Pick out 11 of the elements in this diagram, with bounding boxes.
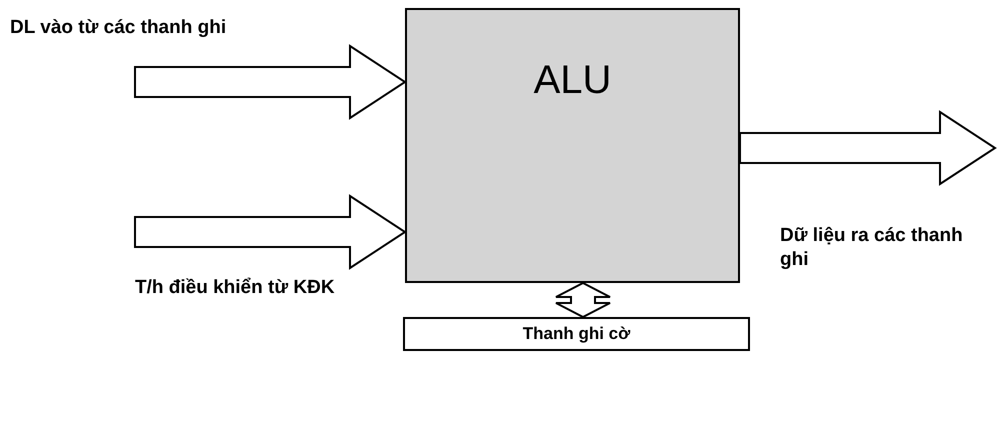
node-label: ALU [534, 57, 612, 104]
block-arrow [739, 110, 997, 186]
edge-label: T/h điều khiển từ KĐK [135, 276, 335, 300]
alu-block [405, 8, 740, 283]
register-box [403, 317, 750, 351]
edge-label: DL vào từ các thanh ghi [10, 16, 226, 40]
node-label: Thanh ghi cờ [522, 323, 630, 346]
edge-label: Dữ liệu ra các thanh ghi [780, 224, 964, 272]
block-arrow [555, 282, 611, 318]
block-arrow [134, 194, 407, 270]
block-arrow [134, 44, 407, 120]
